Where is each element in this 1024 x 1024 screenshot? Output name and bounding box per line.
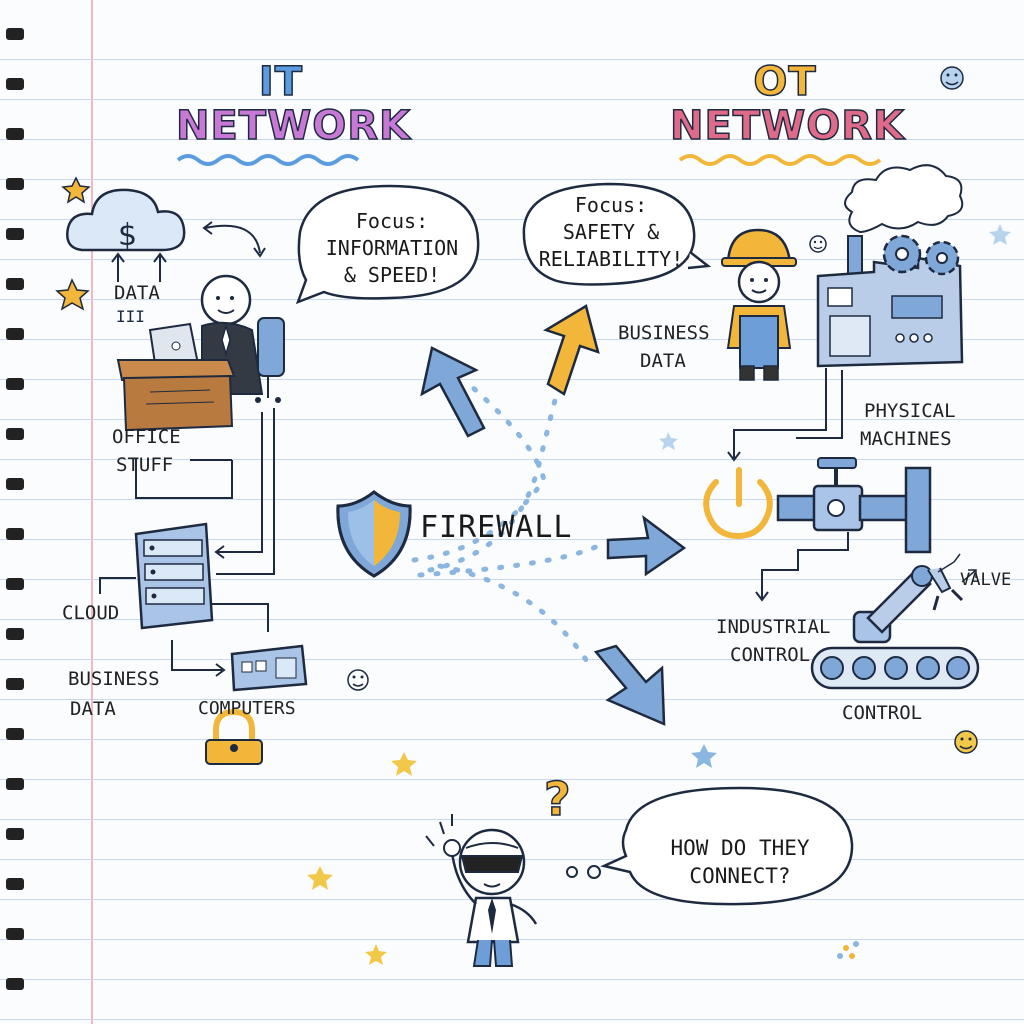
arrow-to-ot-network: [606, 515, 687, 577]
ot-focus-text: Focus: SAFETY & RELIABILITY!: [536, 192, 686, 273]
question-line1: HOW DO THEY: [670, 836, 810, 860]
control-label: CONTROL: [842, 702, 923, 724]
hacker-icon: [425, 814, 538, 967]
factory-icon: [816, 164, 964, 368]
valve-to-control-line: [761, 532, 849, 598]
it-title: IT NETWORK: [175, 59, 412, 149]
industrial-control-label-2: CONTROL: [730, 644, 811, 666]
spiral-binding: [6, 28, 24, 990]
gear-icon: [882, 234, 960, 276]
arrow-to-ot-focus: [543, 304, 600, 396]
svg-text:$: $: [118, 218, 137, 253]
server-rack-icon: [134, 522, 214, 630]
business-data-it-label-2: DATA: [70, 698, 116, 720]
physical-machines-label-1: PHYSICAL: [864, 400, 956, 422]
it-focus-line3: & SPEED!: [343, 263, 441, 287]
star-icon: [307, 866, 333, 890]
business-data-ot-label-1: BUSINESS: [618, 322, 710, 344]
data-label: DATA: [114, 282, 160, 304]
arrow-to-it-focus: [420, 346, 486, 438]
power-icon: [703, 467, 773, 540]
cloud-connector-arrow: [204, 224, 261, 254]
star-icon: [691, 744, 717, 768]
firewall-label: FIREWALL: [420, 510, 573, 545]
worker-hardhat-icon: [721, 228, 797, 381]
thought-dot: [587, 865, 601, 879]
office-stuff-bracket: [135, 458, 233, 499]
star-icon: [391, 752, 417, 776]
it-title-line2: NETWORK: [175, 103, 412, 149]
smiley-icon: [347, 669, 369, 691]
ot-focus-line1: Focus:: [574, 193, 648, 217]
star-icon: [659, 432, 678, 450]
ot-title-line1: OT: [753, 59, 817, 105]
factory-to-power-line: [733, 368, 827, 460]
star-icon: [365, 944, 387, 965]
ot-focus-line3: RELIABILITY!: [538, 247, 684, 271]
conveyor-icon: [810, 646, 980, 690]
smiley-icon: [809, 235, 827, 253]
computers-label: COMPUTERS: [198, 698, 296, 719]
it-title-line1: IT: [258, 59, 304, 105]
it-focus-text: Focus: INFORMATION & SPEED!: [312, 208, 472, 289]
arrow-down-right: [593, 644, 666, 726]
smiley-icon: [940, 66, 964, 90]
desk-icon: [116, 359, 236, 432]
it-focus-bubble: [295, 184, 480, 305]
cloud-dollar-icon: $: [66, 188, 186, 282]
robot-arm-icon: [852, 553, 964, 644]
cloud-connector-line: [99, 577, 136, 594]
office-stuff-label-1: OFFICE: [112, 426, 181, 448]
valve-pipe-icon: [776, 457, 932, 554]
star-icon: [55, 278, 90, 311]
valve-pointer-arrow: [961, 569, 977, 583]
ot-title-underline: [678, 154, 882, 166]
ot-focus-line2: SAFETY &: [562, 220, 660, 244]
it-focus-line1: Focus:: [355, 209, 429, 233]
business-data-ot-label-2: DATA: [640, 350, 686, 372]
confetti-icon: [837, 941, 859, 959]
ot-title: OT NETWORK: [669, 59, 906, 149]
smiley-icon: [954, 730, 978, 754]
business-data-it-label-1: BUSINESS: [68, 668, 160, 690]
physical-machines-label-2: MACHINES: [860, 428, 952, 450]
worker-to-server-line: [216, 412, 263, 553]
thought-dot: [566, 866, 578, 878]
office-stuff-label-2: STUFF: [116, 454, 174, 476]
valve-label: VALVE: [960, 570, 1012, 590]
computer-box-icon: [230, 644, 308, 692]
server-to-computers-arrow: [171, 640, 222, 671]
question-mark: ?: [543, 771, 571, 827]
star-icon: [989, 224, 1011, 245]
shield-icon: [336, 490, 412, 578]
it-title-underline: [176, 154, 360, 166]
cloud-label: CLOUD: [62, 602, 120, 624]
question-text: HOW DO THEY CONNECT?: [640, 834, 840, 891]
star-icon: [61, 176, 91, 204]
question-bubble: [600, 786, 854, 906]
question-line2: CONNECT?: [689, 864, 791, 889]
it-focus-line2: INFORMATION: [325, 236, 459, 260]
ot-title-line2: NETWORK: [669, 103, 906, 149]
padlock-icon: [205, 708, 263, 765]
ot-focus-bubble: [522, 182, 696, 286]
data-tick-marks: III: [116, 307, 145, 326]
industrial-control-label-1: INDUSTRIAL: [716, 616, 831, 638]
